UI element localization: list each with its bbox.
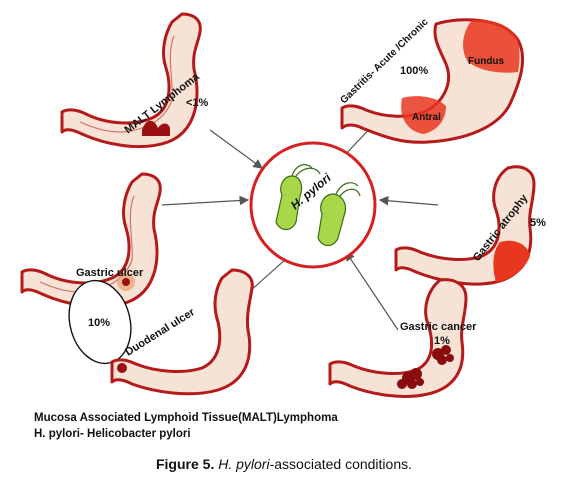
malt-lesion bbox=[142, 120, 170, 136]
legend-malt: Mucosa Associated Lymphoid Tissue(MALT)L… bbox=[34, 412, 338, 424]
bacterium-icon bbox=[275, 164, 321, 231]
stomach-gastric-atrophy: Gastric atrophy 5% bbox=[394, 165, 546, 286]
duodenal-ulcer-lesion bbox=[117, 363, 127, 373]
gastric-ulcer-label: Gastric ulcer bbox=[76, 267, 144, 279]
ulcer-ratio-label: 10% bbox=[88, 317, 110, 329]
ulcer-ratio-ellipse: 10% bbox=[68, 279, 132, 365]
arrow-atrophy bbox=[378, 195, 439, 206]
arrow-malt bbox=[209, 129, 263, 169]
caption-organism: H. pylori bbox=[218, 456, 270, 472]
bacterium-icon bbox=[317, 182, 361, 247]
antral-region bbox=[401, 96, 446, 134]
h-pylori-center: H. pylori bbox=[249, 141, 377, 269]
caption-text: -associated conditions. bbox=[269, 456, 413, 472]
figure-number: Figure 5. bbox=[155, 456, 215, 472]
gastritis-label: Gastritis- Acute /Chronic bbox=[338, 16, 430, 106]
stomach-malt-lymphoma: MALT Lymphoma <1% bbox=[60, 12, 209, 149]
fundus-label: Fundus bbox=[468, 56, 505, 67]
arrow-gastric-ulcer bbox=[161, 195, 250, 206]
duodenal-ulcer-label: Duodenal ulcer bbox=[123, 306, 197, 359]
arrow-cancer bbox=[345, 251, 399, 331]
stomach-gastritis: Gastritis- Acute /Chronic 100% Fundus An… bbox=[338, 16, 525, 144]
figure-caption: Figure 5. H. pylori-associated condition… bbox=[0, 456, 568, 472]
atrophy-percent: 5% bbox=[530, 217, 546, 229]
antral-label: Antral bbox=[412, 112, 441, 123]
atrophy-region bbox=[493, 240, 530, 282]
malt-percent: <1% bbox=[186, 97, 209, 109]
stomach-gastric-ulcer: Gastric ulcer bbox=[20, 172, 162, 309]
cancer-label: Gastric cancer bbox=[400, 321, 477, 333]
gastritis-percent: 100% bbox=[400, 65, 428, 77]
legend-h-pylori: H. pylori- Helicobacter pylori bbox=[34, 428, 191, 440]
cancer-percent: 1% bbox=[434, 335, 450, 347]
stomach-gastric-cancer: Gastric cancer 1% bbox=[328, 278, 477, 398]
tumor-mass bbox=[397, 345, 454, 389]
fundus-region bbox=[463, 19, 520, 73]
